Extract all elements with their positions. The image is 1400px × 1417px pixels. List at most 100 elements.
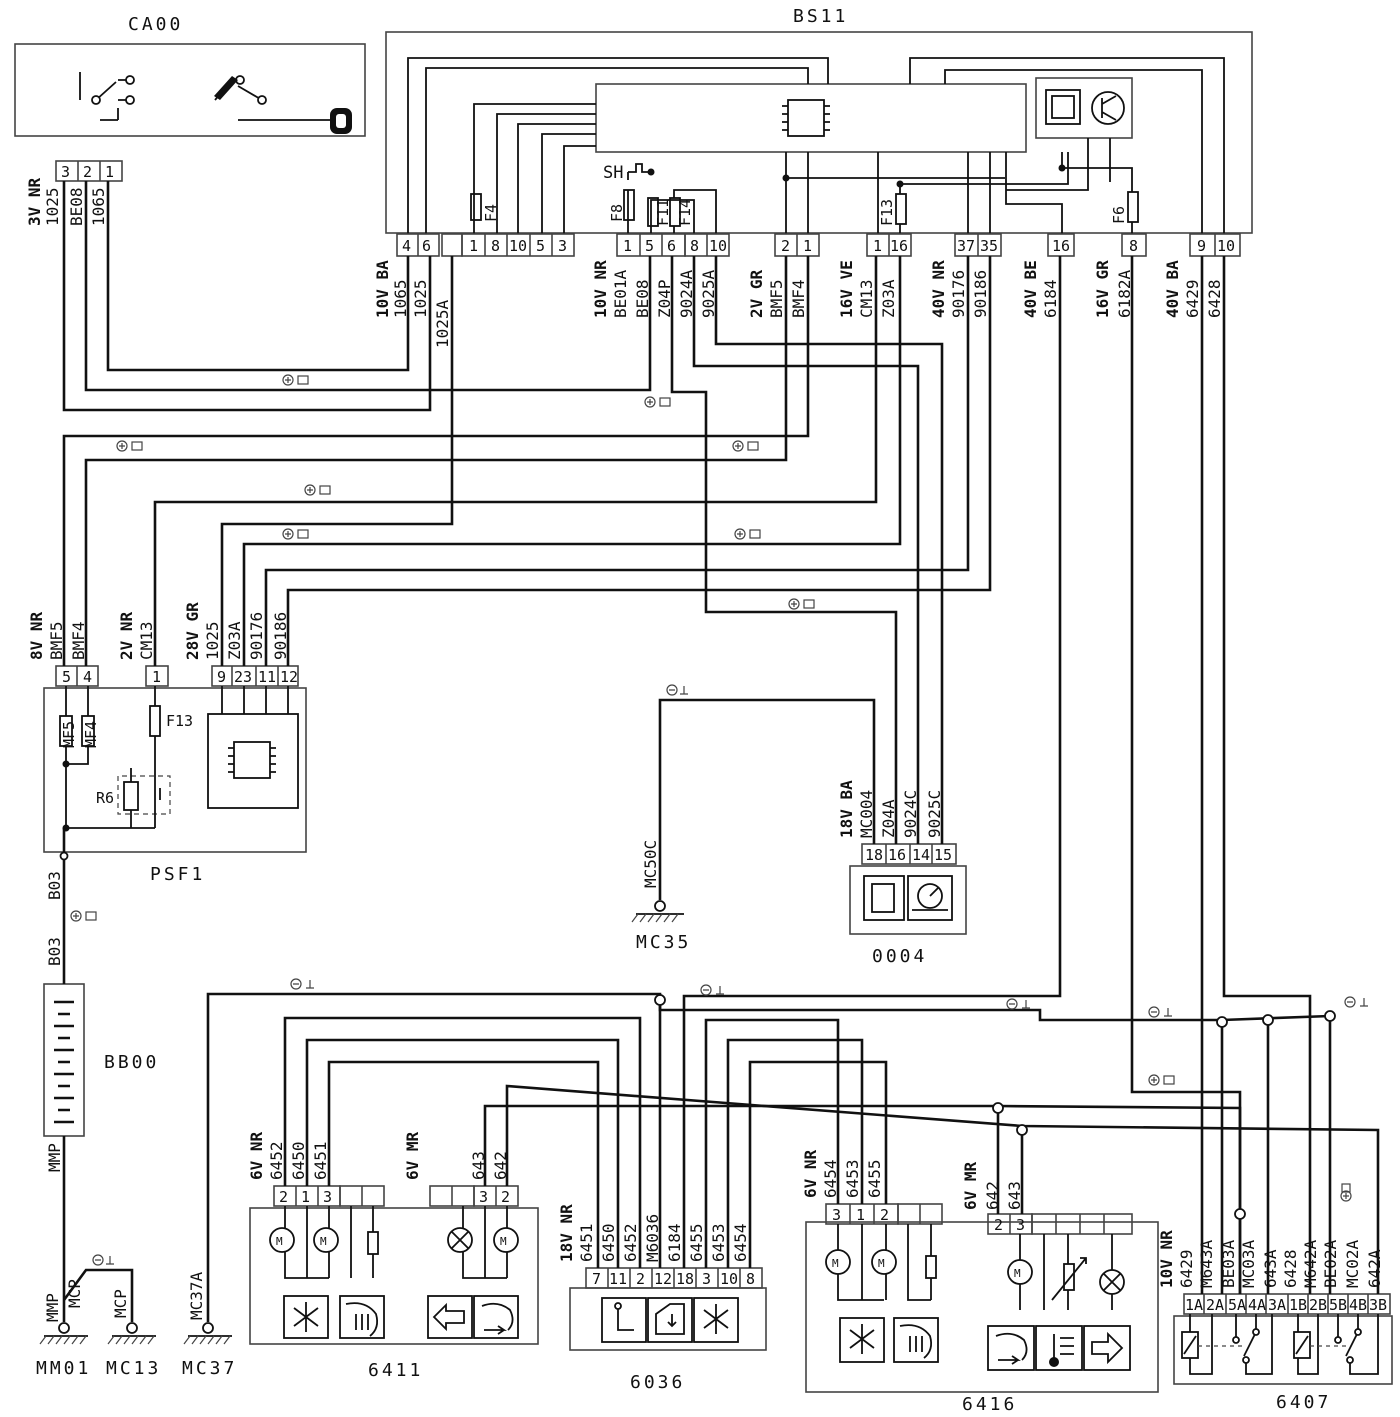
bs11-pin: 5: [645, 237, 654, 255]
ca00-label: CA00: [128, 14, 183, 35]
fuse-label: F13: [166, 712, 193, 730]
temperature-icon: [1035, 1325, 1083, 1371]
c6411-internals: M M M: [269, 1206, 519, 1339]
ground-negative-icon: [290, 978, 314, 990]
sh-label: SH: [603, 163, 623, 183]
wire-label: BMF4: [789, 279, 808, 318]
harness-wires: [62, 181, 1380, 1322]
c6036-pin: 10: [720, 1270, 738, 1288]
splice-points: [59, 851, 1336, 1220]
c6411-pin: 1: [301, 1188, 310, 1206]
recirculation-icon: [473, 1295, 519, 1339]
c6416-connector: 3 1 2 2 3 6V NR 6454 6453 6455 6V MR 642…: [801, 1149, 1133, 1235]
bs11-pin: 1: [803, 237, 812, 255]
connector-label: 2V NR: [117, 611, 136, 660]
ground-symbol-mc13: [107, 1322, 156, 1345]
wire-label: Z03A: [225, 621, 244, 660]
c6407-pin: 1A: [1185, 1296, 1203, 1314]
connector-label: 16V GR: [1093, 260, 1112, 318]
bs11-pin: 8: [690, 237, 699, 255]
c6036-pin: 2: [636, 1270, 645, 1288]
c6407-pin: 5A: [1228, 1296, 1246, 1314]
c6407-connector: 1A 2A 5A 4A 3A 1B 2B 5B 4B 3B 10V NR 642…: [1157, 1230, 1391, 1315]
ca00-wire-label: 1025: [43, 187, 62, 226]
c6411-pin: 3: [323, 1188, 332, 1206]
wire-label: M643A: [1197, 1239, 1216, 1288]
sh-pulse-symbol: [628, 163, 648, 173]
battery-positive-icon: [644, 396, 671, 408]
motor-icon: M: [500, 1235, 507, 1248]
transistor-icon: [1045, 89, 1125, 125]
bs11-pin: 8: [1129, 237, 1138, 255]
fuse-label: F13: [878, 199, 896, 226]
ground-symbol-mc35: [631, 900, 684, 923]
wire-label: B03: [45, 937, 64, 966]
fuse-label: F4: [482, 204, 500, 222]
bs11-fuse: F14: [669, 197, 694, 227]
c6036-icons: [601, 1297, 739, 1343]
motor-icon: [269, 1227, 295, 1253]
wire-label: 6452: [267, 1141, 286, 1180]
bs11-pin: 8: [491, 237, 500, 255]
wire-label: BE03A: [1219, 1239, 1238, 1288]
motor-icon: [871, 1249, 897, 1275]
fuse-label: MF4: [82, 721, 100, 748]
wire-label: 6428: [1281, 1249, 1300, 1288]
mc37-label: MC37: [182, 1358, 237, 1379]
c6407-label: 6407: [1276, 1392, 1331, 1413]
connector-label: 6V MR: [403, 1131, 422, 1180]
connector-label: 6V NR: [247, 1131, 266, 1180]
c6416-pin: 2: [994, 1216, 1003, 1234]
wire-label: 90176: [949, 270, 968, 318]
ground-negative-icon: [1148, 1006, 1172, 1018]
c6036-pin: 3: [702, 1270, 711, 1288]
bs11-relay-block: [1035, 77, 1133, 139]
c0004-connector: 18 16 14 15 18V BA MC004 Z04A 9024C 9025…: [837, 780, 957, 865]
wire-label: 6429: [1177, 1249, 1196, 1288]
gauge-icon: [863, 875, 953, 921]
ground-negative-icon: [1344, 996, 1368, 1008]
c6036-pin: 18: [676, 1270, 694, 1288]
ca00-wire-label: 1065: [89, 187, 108, 226]
bs11-label: BS11: [793, 6, 848, 27]
battery-positive-icon: [732, 440, 759, 452]
wire-label: 6455: [865, 1159, 884, 1198]
wire-label: B03: [45, 871, 64, 900]
key-icon: [300, 108, 352, 134]
psf1-pin: 5: [62, 668, 71, 686]
wire-label: 6453: [843, 1159, 862, 1198]
connector-label: 10V BA: [373, 260, 392, 318]
bs11-pin: 10: [1217, 237, 1235, 255]
ignition-switch-symbol: [79, 72, 300, 121]
wire-label: 9025A: [699, 269, 718, 318]
psf1-connector: 5 4 1 9 23 11 12 8V NR BMF5 BMF4 2V NR C…: [27, 602, 299, 687]
wire-label: 642: [491, 1151, 510, 1180]
bs11-pin: 9: [1197, 237, 1206, 255]
motor-icon: [493, 1227, 519, 1253]
relay-icon: [1181, 1314, 1273, 1375]
bs11-fuse: F4: [470, 193, 500, 222]
wire-label: Z04A: [879, 799, 898, 838]
bs11-pin: 6: [422, 237, 431, 255]
wire-label: 9024C: [901, 790, 920, 838]
rheostat-icon: [1063, 1263, 1075, 1291]
c6407-pin: 4B: [1349, 1296, 1367, 1314]
wire-label: 643: [1005, 1181, 1024, 1210]
c6411-connector: 2 1 3 3 2 6V NR 6452 6450 6451 6V MR 643…: [247, 1131, 519, 1207]
wire-label: CM13: [137, 621, 156, 660]
c6416-label: 6416: [962, 1394, 1017, 1415]
c6411-pin: 2: [279, 1188, 288, 1206]
wire-label: 6184: [1041, 279, 1060, 318]
battery-positive-icon: [282, 374, 309, 386]
wire-label: BMF5: [47, 621, 66, 660]
c6036-pin: 8: [746, 1270, 755, 1288]
ground-wire-labels: B03 B03 MMP MMP MCP MCP MC37A MC50C: [43, 840, 660, 1322]
bs11-wire-labels: 10V BA 1065 1025 1025A 10V NR BE01A BE08…: [373, 260, 1224, 348]
wire-label: 6452: [621, 1223, 640, 1262]
wire-label: 6451: [311, 1141, 330, 1180]
bs11-ecu-block: [595, 83, 1027, 153]
ground-negative-icon: [92, 1254, 114, 1266]
seat-icon: [601, 1297, 647, 1343]
microchip-icon: [782, 99, 830, 137]
